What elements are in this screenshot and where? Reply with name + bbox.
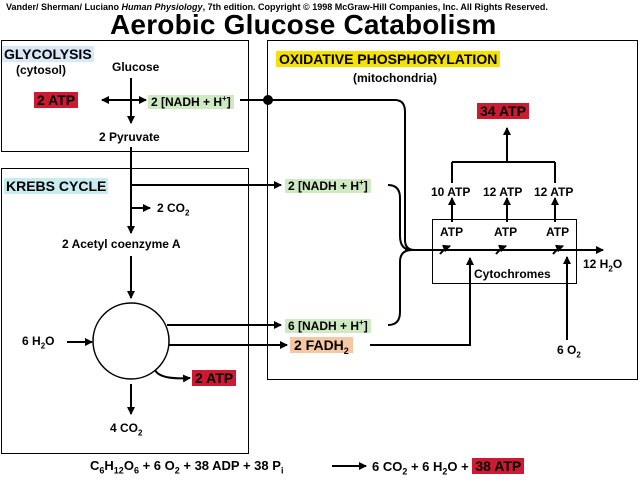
atp-yield-12a: 12 ATP <box>483 185 523 199</box>
fadh-to-chain-arrow <box>370 257 474 346</box>
oxphos-heading: OXIDATIVE PHOSPHORYLATION <box>276 51 501 67</box>
krebs-water: 6 H2O <box>22 334 55 351</box>
atp-synth-arrow-1 <box>439 244 451 255</box>
oxidative-phosphorylation-panel <box>267 40 638 380</box>
krebs-atp: 2 ATP <box>192 370 237 386</box>
glycolysis-atp: 2 ATP <box>34 92 79 108</box>
cycle-to-atp-arrow <box>154 369 191 383</box>
page-title: Aerobic Glucose Catabolism <box>110 9 497 40</box>
cytochromes-box <box>432 219 577 284</box>
book-title: Human Physiology <box>121 2 203 12</box>
atp-synth-arrow-2 <box>495 244 507 255</box>
water-output: 12 H2O <box>583 257 623 274</box>
overall-equation-products: 6 CO2 + 6 H2O + 38 ATP <box>372 458 525 477</box>
atp-synth-2: ATP <box>494 225 518 239</box>
atp-synth-3: ATP <box>546 225 570 239</box>
fadh2-label: 2 FADH2 <box>290 337 353 356</box>
krebs-nadh-to-chain <box>387 184 413 251</box>
krebs-cycle-circle <box>92 302 170 380</box>
oxygen-input: 6 O2 <box>557 343 581 360</box>
krebs-nadh-top: 2 [NADH + H+] <box>285 178 371 193</box>
krebs-nadh-bottom: 6 [NADH + H+] <box>285 318 371 333</box>
glucose-label: Glucose <box>112 60 160 74</box>
krebs-co2: 2 CO2 <box>157 201 190 218</box>
pyruvate-label: 2 Pyruvate <box>99 130 160 144</box>
krebs-co2-out: 4 CO2 <box>110 421 143 438</box>
cytochromes-label: Cytochromes <box>474 267 551 281</box>
junction-dot <box>263 95 273 105</box>
krebs-heading: KREBS CYCLE <box>4 178 109 194</box>
krebs-cycle-panel <box>1 168 249 454</box>
atp-synth-arrow-3 <box>552 244 564 255</box>
cycle-nadh-to-chain <box>387 249 413 326</box>
overall-equation-reactants: C6H12O6 + 6 O2 + 38 ADP + 38 Pi <box>90 458 284 476</box>
glycolysis-nadh: 2 [NADH + H+] <box>148 94 234 109</box>
overall-atp: 38 ATP <box>472 458 525 474</box>
atp-synth-1: ATP <box>440 225 464 239</box>
copyright-credit: Vander/ Sherman/ Luciano Human Physiolog… <box>6 2 548 12</box>
glycolysis-panel <box>1 40 249 152</box>
glycolysis-heading: GLYCOLYSIS <box>2 46 94 62</box>
oxphos-location: (mitochondria) <box>353 71 437 85</box>
atp-yield-12b: 12 ATP <box>534 185 574 199</box>
glycolysis-location: (cytosol) <box>16 63 67 77</box>
acetyl-coa-label: 2 Acetyl coenzyme A <box>62 237 181 251</box>
total-atp: 34 ATP <box>477 103 529 119</box>
atp-yield-10: 10 ATP <box>431 185 471 199</box>
glycolysis-nadh-to-chain <box>268 99 416 251</box>
